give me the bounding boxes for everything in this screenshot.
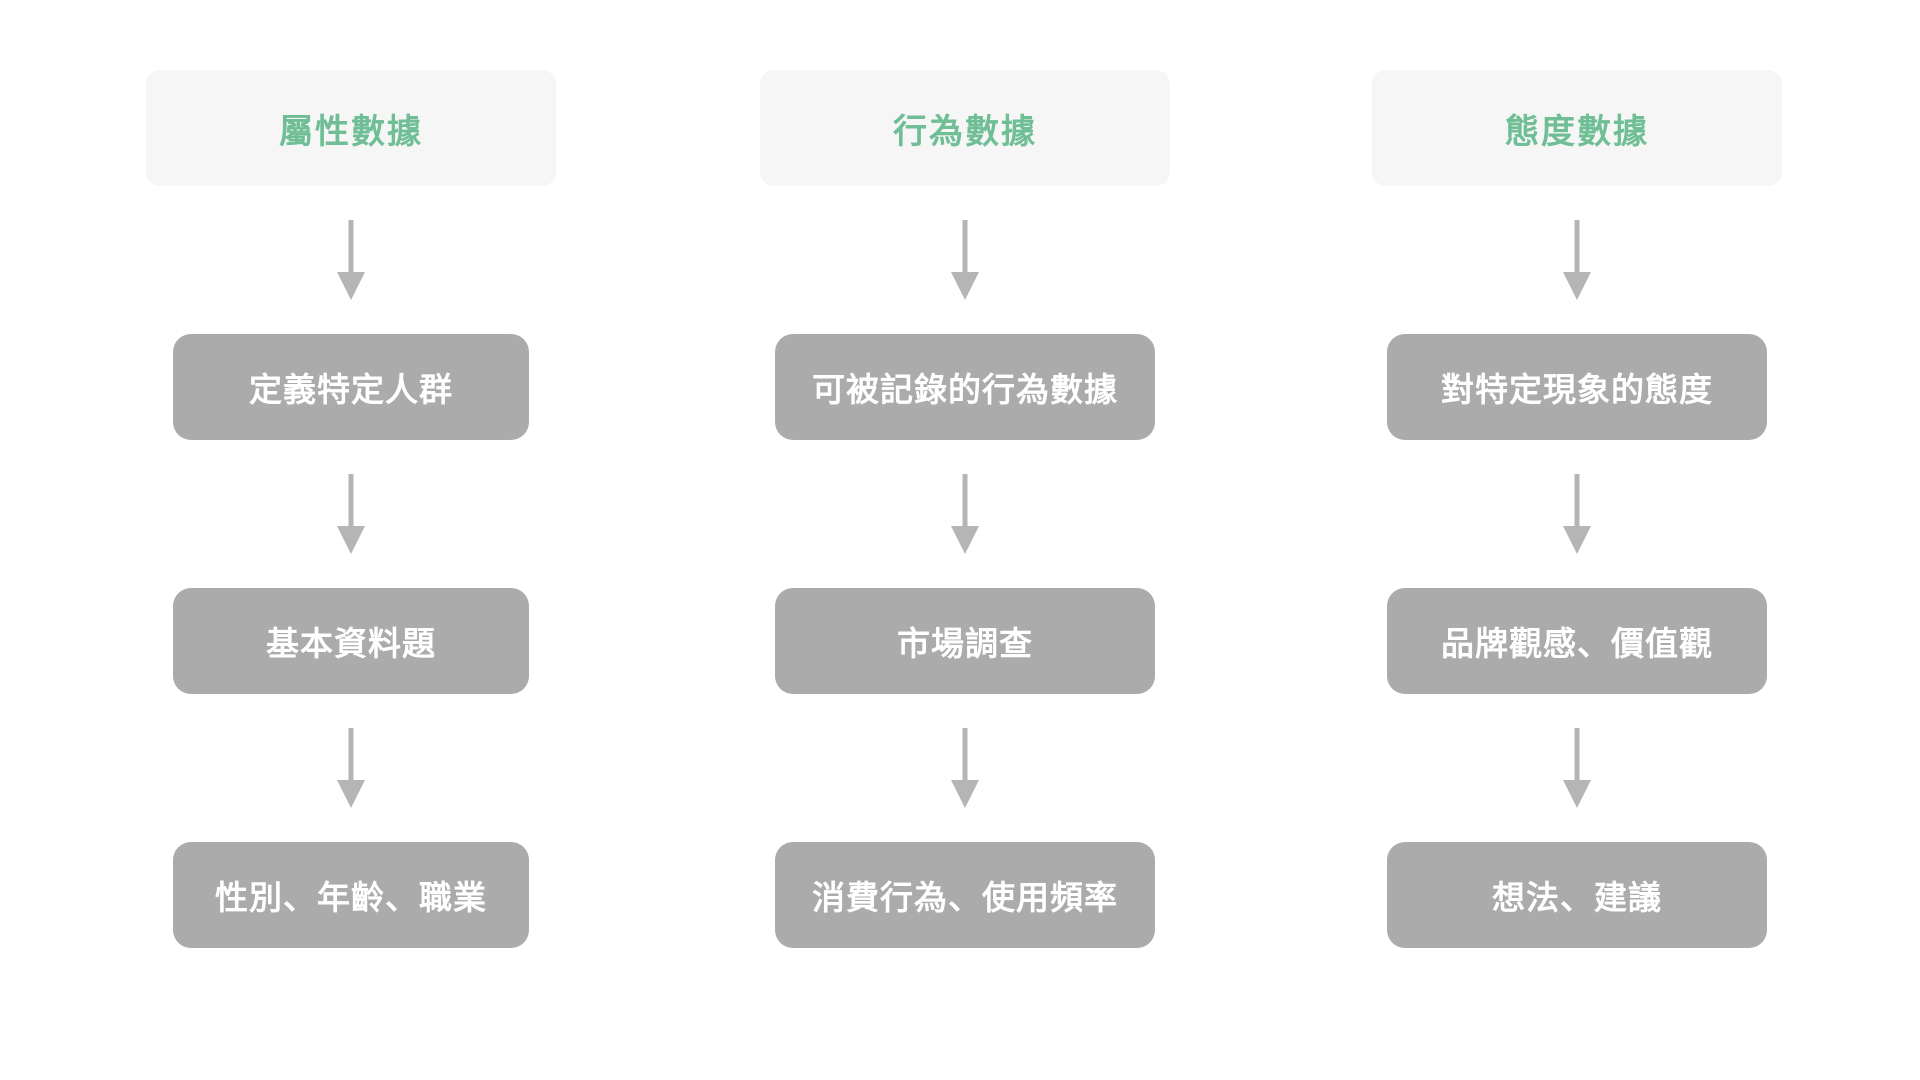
flow-box-thoughts-suggestions: 想法、建議 (1387, 842, 1767, 948)
down-arrow-icon (336, 186, 366, 334)
flow-box-define-population: 定義特定人群 (173, 334, 529, 440)
flow-box-label: 品牌觀感、價值觀 (1441, 625, 1713, 662)
column-attitude-data: 態度數據 對特定現象的態度 品牌觀感、價值觀 想法、 (1372, 70, 1782, 948)
down-arrow-icon (1562, 186, 1592, 334)
down-arrow-icon (1562, 694, 1592, 842)
flow-box-recordable-behavior: 可被記錄的行為數據 (775, 334, 1155, 440)
down-arrow-icon (336, 694, 366, 842)
flow-box-market-research: 市場調查 (775, 588, 1155, 694)
column-header-label: 態度數據 (1505, 112, 1649, 151)
column-attribute-data: 屬性數據 定義特定人群 基本資料題 性別、年齡、職業 (146, 70, 556, 948)
flow-box-label: 可被記錄的行為數據 (812, 371, 1118, 408)
flow-box-consumption-frequency: 消費行為、使用頻率 (775, 842, 1155, 948)
down-arrow-icon (950, 694, 980, 842)
flow-box-label: 對特定現象的態度 (1441, 371, 1713, 408)
column-header-attribute: 屬性數據 (146, 70, 556, 186)
column-behavior-data: 行為數據 可被記錄的行為數據 市場調查 消費行為、使 (760, 70, 1170, 948)
down-arrow-icon (1562, 440, 1592, 588)
column-header-attitude: 態度數據 (1372, 70, 1782, 186)
flow-box-label: 定義特定人群 (249, 371, 453, 408)
flow-box-label: 消費行為、使用頻率 (812, 879, 1118, 916)
flow-box-label: 性別、年齡、職業 (215, 879, 487, 916)
flow-box-gender-age-occupation: 性別、年齡、職業 (173, 842, 529, 948)
flow-box-label: 市場調查 (897, 625, 1033, 662)
flow-box-label: 想法、建議 (1492, 879, 1662, 916)
flow-box-attitude-to-phenomenon: 對特定現象的態度 (1387, 334, 1767, 440)
flow-box-basic-info-questions: 基本資料題 (173, 588, 529, 694)
down-arrow-icon (336, 440, 366, 588)
flow-box-label: 基本資料題 (266, 625, 436, 662)
flow-box-brand-perception-values: 品牌觀感、價值觀 (1387, 588, 1767, 694)
column-header-behavior: 行為數據 (760, 70, 1170, 186)
column-header-label: 行為數據 (893, 112, 1037, 151)
down-arrow-icon (950, 440, 980, 588)
column-header-label: 屬性數據 (279, 112, 423, 151)
down-arrow-icon (950, 186, 980, 334)
